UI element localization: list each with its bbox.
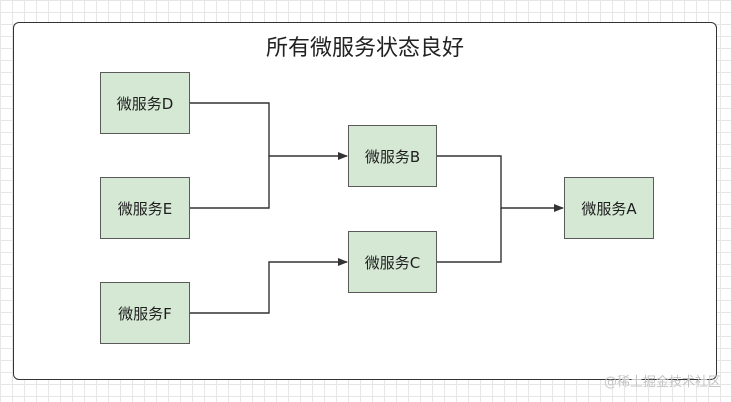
node-service-e: 微服务E (100, 177, 190, 239)
node-service-c: 微服务C (348, 231, 437, 293)
node-service-b: 微服务B (348, 125, 437, 187)
diagram-title: 所有微服务状态良好 (265, 36, 464, 61)
node-service-a: 微服务A (564, 177, 654, 239)
edge-b-to-a (437, 155, 564, 212)
edge-e-to-b (190, 156, 270, 209)
node-service-f: 微服务F (100, 282, 190, 344)
watermark: @稀土掘金技术社区 (603, 375, 721, 390)
edge-c-to-a (437, 208, 502, 263)
edge-d-to-b (190, 102, 348, 160)
edge-f-to-c (190, 258, 348, 314)
node-service-d: 微服务D (100, 72, 190, 134)
